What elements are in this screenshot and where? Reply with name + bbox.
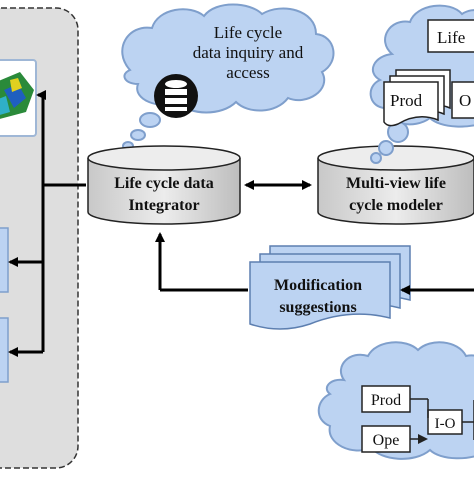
- ope-box-label: Ope: [373, 432, 400, 449]
- doc-prod: [383, 81, 439, 127]
- left-box-bottom: [0, 317, 9, 383]
- prod-box-label: Prod: [371, 392, 401, 409]
- modification-line2: suggestions: [279, 299, 356, 316]
- integrator-line1: Life cycle data: [114, 175, 214, 192]
- doc-o-label: O: [459, 91, 471, 110]
- modification-line1: Modification: [274, 277, 362, 294]
- simulation-thumbnail: [0, 59, 37, 137]
- bottom-cloud: Prod Ope I-O: [317, 341, 474, 460]
- doc-life: [427, 19, 474, 53]
- doc-o: [451, 81, 474, 119]
- left-box-mid: [0, 227, 9, 293]
- left-system-panel: [0, 7, 79, 469]
- cloud-top-line3: access: [226, 63, 269, 82]
- top-cloud: Life cycle data inquiry and access: [121, 3, 335, 151]
- database-icon: [154, 74, 198, 118]
- doc-life-label: Life: [437, 28, 465, 47]
- cloud-top-line2: data inquiry and: [193, 43, 304, 62]
- modeler-line1: Multi-view life: [346, 175, 446, 192]
- prod-box: [361, 385, 411, 413]
- doc-prod-label: Prod: [390, 91, 423, 110]
- modification-documents: Modification suggestions: [249, 245, 411, 330]
- feedback-arrows: [155, 232, 474, 295]
- modification-doc-front: [249, 261, 391, 330]
- ope-box: [361, 425, 411, 453]
- integrator-cylinder: Life cycle data Integrator: [87, 145, 241, 225]
- right-top-cloud: Life Prod O: [369, 4, 474, 164]
- left-connectors: [8, 90, 86, 357]
- modeler-line2: cycle modeler: [349, 197, 443, 214]
- io-box-label: I-O: [435, 416, 456, 432]
- cloud-top-line1: Life cycle: [214, 23, 282, 42]
- integrator-line2: Integrator: [128, 197, 199, 214]
- modeler-cylinder: Multi-view life cycle modeler: [317, 145, 474, 225]
